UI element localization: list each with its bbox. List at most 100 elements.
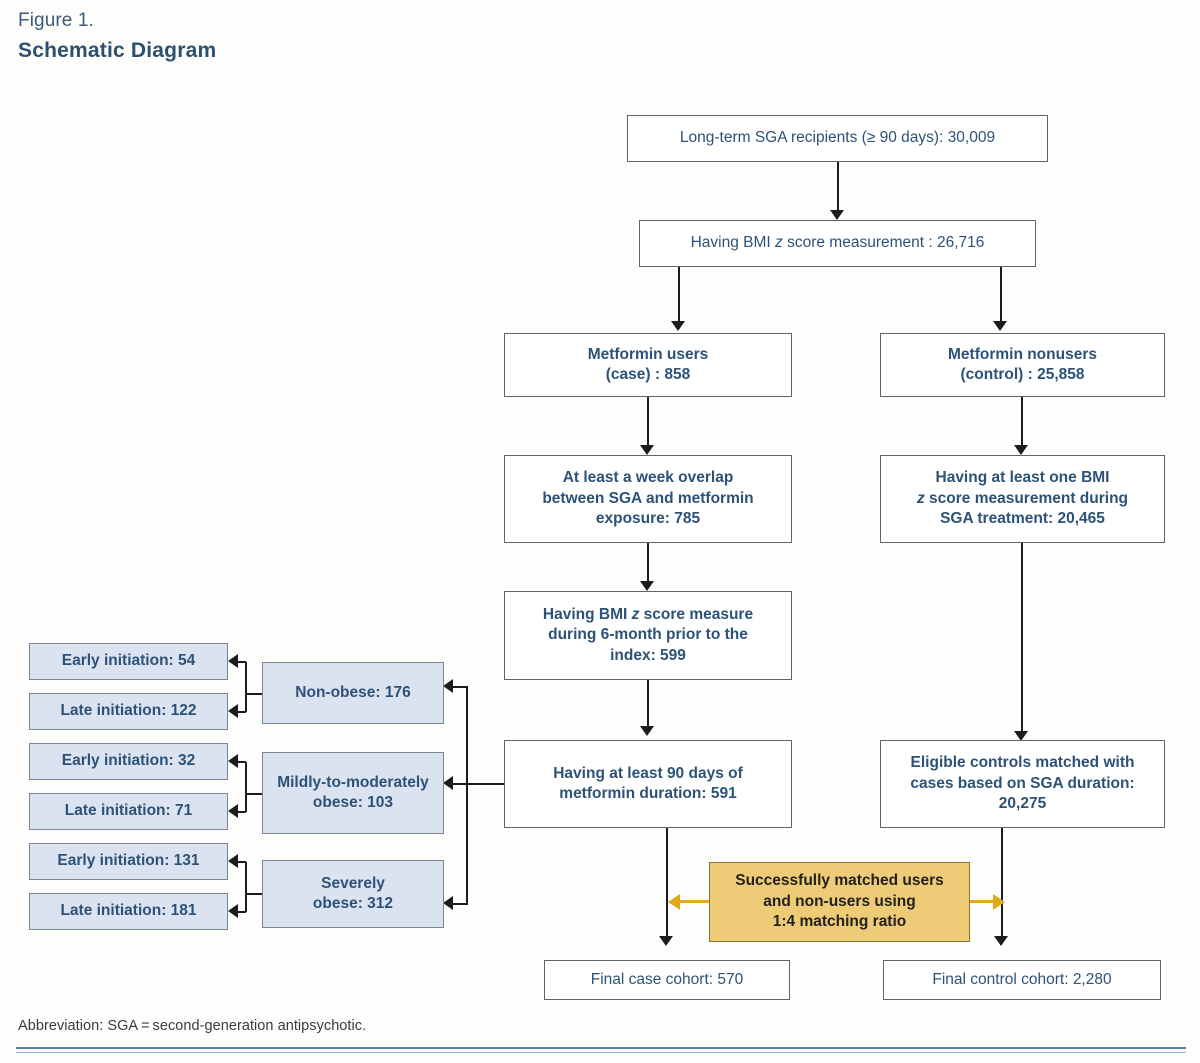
connector-nonobese-stub [245,693,262,695]
box-bmi-measurement-pre: Having BMI [690,234,776,252]
arrowhead-bus-to-mildmod [443,776,453,790]
box-final-control-cohort-text: Final control cohort: 2,280 [932,970,1112,988]
connector-bus-to-severe [452,903,468,905]
arrowhead-prior-index-to-90days [640,726,654,736]
box-bmi-prior-index-pre: Having BMI [542,605,632,623]
connector-nonusers-to-bmi-during [1021,397,1023,447]
connector-eligible-to-final-control [1001,828,1003,938]
box-matching-ratio-line1: Successfully matched users [735,872,944,890]
arrowhead-sga-to-bmi [830,210,844,220]
arrowhead-90days-to-final-case [659,936,673,946]
arrowhead-eligible-to-final-control [994,936,1008,946]
box-metformin-90days-line2: metformin duration: 591 [559,785,737,802]
connector-bus-to-mildmod [452,783,468,785]
connector-severe-stub [245,893,262,895]
connector-bmi-left-drop [678,267,680,323]
connector-bus-to-nonobese [452,686,468,688]
box-bmi-prior-index-italic: z [631,605,640,623]
box-late-initiation-3: Late initiation: 181 [29,893,228,930]
figure-label: Figure 1. [18,10,94,31]
box-metformin-nonusers: Metformin nonusers (control) : 25,858 [880,333,1165,397]
box-bmi-measurement-post: score measurement : 26,716 [782,234,985,252]
box-metformin-users: Metformin users (case) : 858 [504,333,792,397]
arrowhead-mildmod-to-early [228,754,238,768]
connector-sga-to-bmi [837,162,839,212]
box-final-case-cohort: Final case cohort: 570 [544,960,790,1000]
box-late-initiation-2-text: Late initiation: 71 [64,802,193,820]
arrowhead-bus-to-severe [443,896,453,910]
box-one-bmi-during-sga: Having at least one BMI z score measurem… [880,455,1165,543]
box-sga-recipients: Long-term SGA recipients (≥ 90 days): 30… [627,115,1048,162]
connector-mildmod-stub [245,793,262,795]
arrowhead-severe-to-early [228,854,238,868]
connector-nonobese-to-early [238,661,246,663]
box-bmi-prior-index-line2: during 6-month prior to the [548,626,748,644]
arrowhead-bus-to-nonobese [443,679,453,693]
box-early-initiation-2-text: Early initiation: 32 [61,752,196,770]
connector-90days-left-stub [466,783,504,785]
box-early-initiation-3: Early initiation: 131 [29,843,228,880]
box-mild-mod-obese-line1: Mildly-to-moderately [277,773,429,791]
box-mild-mod-obese-line2: obese: 103 [312,794,394,811]
connector-mildmod-to-early [238,761,246,763]
box-metformin-users-line1: Metformin users [587,345,709,363]
connector-nonobese-to-late [238,711,246,713]
arrowhead-nonobese-to-late [228,704,238,718]
box-late-initiation-1-text: Late initiation: 122 [60,702,197,720]
connector-matching-left [680,900,710,903]
box-early-initiation-1-text: Early initiation: 54 [61,652,196,670]
figure-title: Schematic Diagram [18,39,217,62]
footer-rule-secondary [16,1052,1186,1053]
arrowhead-matching-left [668,894,680,910]
box-matching-ratio: Successfully matched users and non-users… [709,862,970,942]
arrowhead-matching-right [993,894,1005,910]
connector-obesity-bus [466,686,468,904]
box-metformin-90days-line1: Having at least 90 days of [553,764,743,782]
box-bmi-prior-index-line1: score measure [639,605,754,623]
box-eligible-controls-line3: 20,275 [998,795,1047,813]
connector-mildmod-bus [245,762,247,812]
box-non-obese-text: Non-obese: 176 [295,683,411,701]
arrowhead-bmi-to-nonusers [993,321,1007,331]
box-bmi-prior-index-line3: index: 599 [610,646,686,664]
figure-footnote: Abbreviation: SGA = second-generation an… [18,1018,367,1034]
box-severely-obese-line1: Severely [321,874,385,892]
box-mild-mod-obese: Mildly-to-moderately obese: 103 [262,752,444,834]
box-non-obese: Non-obese: 176 [262,662,444,724]
box-metformin-nonusers-line2: (control) : 25,858 [960,366,1085,383]
arrowhead-overlap-to-prior-index [640,581,654,591]
box-matching-ratio-line3: 1:4 matching ratio [772,913,907,931]
box-week-overlap-line1: At least a week overlap [562,469,734,487]
arrowhead-nonusers-to-bmi-during [1014,445,1028,455]
box-final-case-cohort-text: Final case cohort: 570 [590,970,744,988]
arrowhead-bmi-during-to-eligible [1014,731,1028,741]
arrowhead-nonobese-to-early [228,654,238,668]
connector-bmi-during-to-eligible [1021,543,1023,733]
box-metformin-90days: Having at least 90 days of metformin dur… [504,740,792,828]
box-one-bmi-during-sga-line1: Having at least one BMI [935,469,1110,487]
connector-prior-index-to-90days [647,680,649,728]
arrowhead-users-to-overlap [640,445,654,455]
box-early-initiation-2: Early initiation: 32 [29,743,228,780]
connector-severe-to-early [238,861,246,863]
connector-matching-right [969,900,995,903]
box-bmi-measurement-italic: z [775,234,783,252]
connector-severe-to-late [238,911,246,913]
box-eligible-controls: Eligible controls matched with cases bas… [880,740,1165,828]
box-eligible-controls-line1: Eligible controls matched with [910,754,1135,772]
box-final-control-cohort: Final control cohort: 2,280 [883,960,1161,1000]
box-bmi-prior-index: Having BMI z score measure during 6-mont… [504,591,792,680]
box-one-bmi-during-sga-line3: SGA treatment: 20,465 [940,510,1105,528]
connector-nonobese-bus [245,662,247,712]
box-severely-obese: Severely obese: 312 [262,860,444,928]
box-late-initiation-3-text: Late initiation: 181 [60,902,197,920]
box-bmi-measurement: Having BMI z score measurement : 26,716 [639,220,1036,267]
box-matching-ratio-line2: and non-users using [763,892,916,910]
box-late-initiation-2: Late initiation: 71 [29,793,228,830]
box-one-bmi-during-sga-line2: score measurement during [924,489,1129,507]
box-early-initiation-3-text: Early initiation: 131 [57,852,200,870]
box-sga-recipients-text: Long-term SGA recipients (≥ 90 days): 30… [679,129,996,147]
connector-bmi-right-drop [1000,267,1002,323]
box-one-bmi-during-sga-italic: z [916,489,925,507]
